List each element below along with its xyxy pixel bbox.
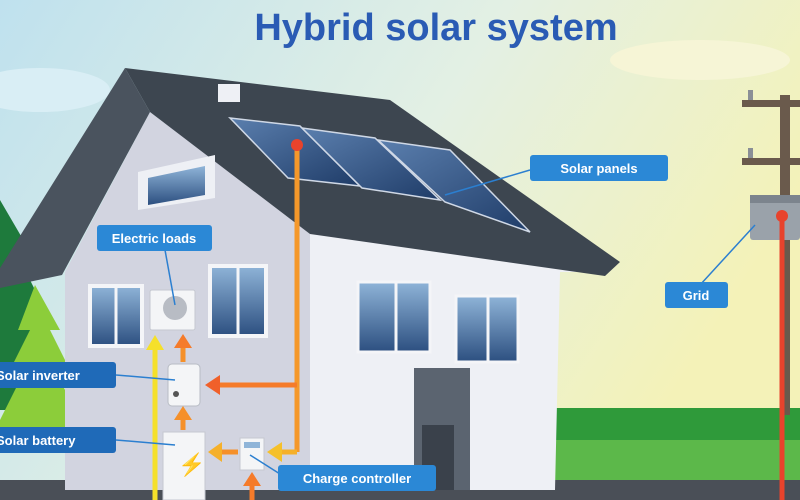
arrow-icon (146, 335, 164, 350)
window (356, 280, 432, 354)
label-text: Electric loads (112, 231, 197, 246)
arrow-icon (208, 442, 222, 462)
arrow-icon (174, 334, 192, 348)
lightning-icon: ⚡ (178, 452, 205, 478)
arrow-icon (267, 442, 282, 462)
cloud (0, 68, 110, 112)
label-charge-controller: Charge controller (278, 465, 436, 491)
arrow-icon (205, 375, 220, 395)
label-text: Grid (683, 288, 710, 303)
cloud (610, 40, 790, 80)
leader-lines (115, 169, 756, 475)
label-grid: Grid (665, 282, 728, 308)
transformer (750, 195, 800, 240)
arrow-icon (243, 472, 261, 486)
energy-flow (146, 139, 788, 500)
label-solar-inverter: Solar inverter (0, 362, 116, 388)
label-solar-battery: Solar battery (0, 427, 116, 453)
solar-inverter-unit (167, 363, 201, 407)
arrow-icon (174, 406, 192, 420)
label-electric-loads: Electric loads (97, 225, 212, 251)
diagram-title: Hybrid solar system (254, 7, 617, 49)
air-conditioner-unit (149, 289, 196, 331)
label-text: Solar inverter (0, 368, 80, 383)
utility-pole (742, 90, 800, 415)
house (0, 68, 620, 490)
roof-gable (0, 68, 150, 288)
label-text: Solar battery (0, 433, 76, 448)
charge-controller-unit (239, 437, 265, 471)
chimney (218, 84, 240, 102)
label-text: Charge controller (303, 471, 411, 486)
label-text: Solar panels (560, 161, 637, 176)
solar-battery-unit: ⚡ (162, 431, 206, 500)
label-solar-panels: Solar panels (530, 155, 668, 181)
